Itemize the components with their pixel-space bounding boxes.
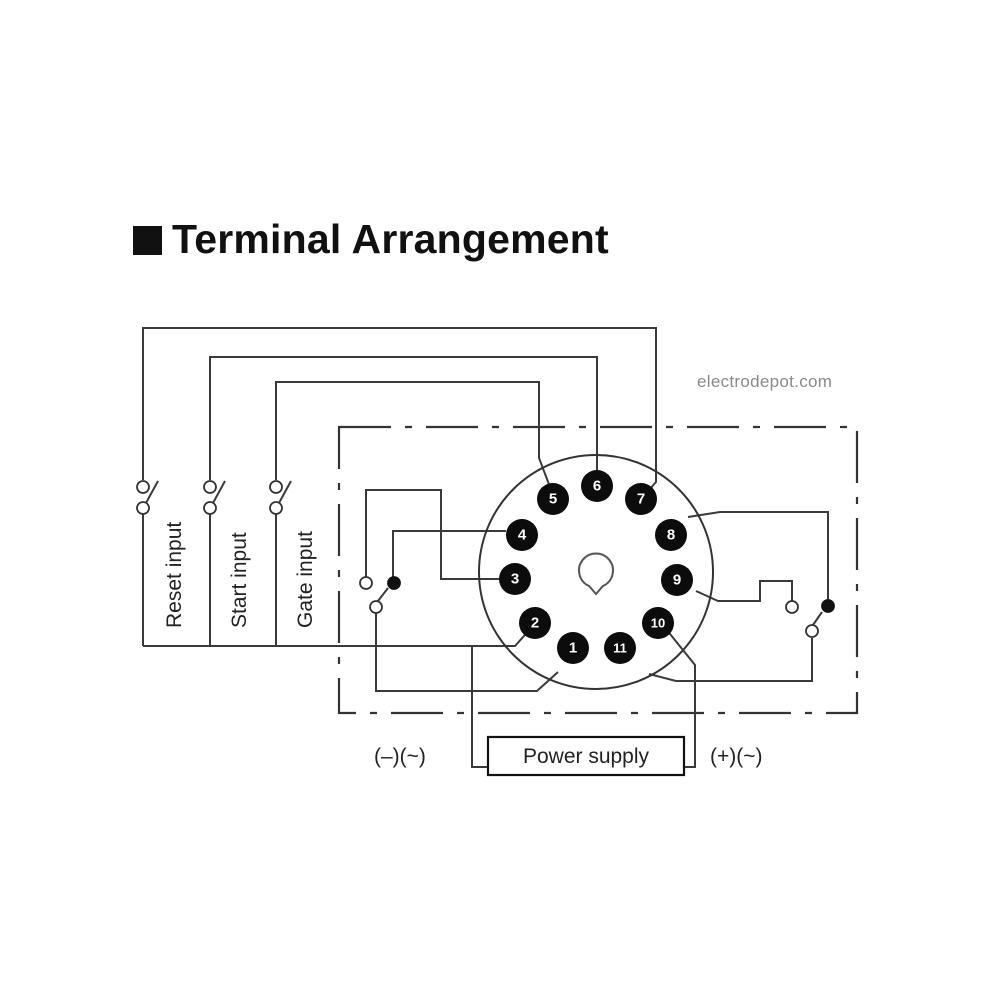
start-input-label: Start input (228, 532, 251, 628)
pin-2: 2 (519, 607, 551, 639)
pin-3: 3 (499, 563, 531, 595)
negative-terminal-label: (–)(~) (374, 745, 426, 768)
svg-text:7: 7 (637, 491, 645, 508)
diagram-title: Terminal Arrangement (133, 216, 609, 263)
svg-text:4: 4 (518, 527, 527, 544)
pin-7: 7 (625, 483, 657, 515)
svg-text:3: 3 (511, 571, 519, 588)
right-contact-wiring (648, 511, 829, 682)
pin-10: 10 (642, 607, 674, 639)
power-wiring (471, 628, 696, 768)
input-wiring (142, 327, 657, 647)
svg-text:8: 8 (667, 527, 675, 544)
pin-1: 1 (557, 632, 589, 664)
gate-input-switch (269, 480, 292, 515)
pin-4: 4 (506, 519, 538, 551)
power-supply-box (486, 735, 686, 777)
reset-input-switch (136, 480, 159, 515)
title-text: Terminal Arrangement (172, 216, 609, 262)
svg-text:5: 5 (549, 491, 557, 508)
start-input-switch (203, 480, 226, 515)
pin-8: 8 (655, 519, 687, 551)
power-supply-label: Power supply (523, 745, 650, 768)
keyway-icon (578, 552, 614, 596)
gate-input-label: Gate input (294, 531, 317, 628)
unit-enclosure-boundary (337, 425, 859, 715)
right-changeover-contact (785, 599, 835, 638)
socket-pins: 1 2 3 4 5 6 7 8 9 10 11 (499, 470, 693, 664)
pin-5: 5 (537, 483, 569, 515)
svg-text:6: 6 (593, 478, 601, 495)
svg-text:1: 1 (569, 640, 577, 657)
svg-text:2: 2 (531, 615, 539, 632)
reset-input-label: Reset input (163, 522, 186, 628)
pin-6: 6 (581, 470, 613, 502)
black-square-icon (133, 226, 162, 255)
svg-text:11: 11 (613, 641, 627, 656)
left-contact-wiring (365, 489, 559, 692)
pin-9: 9 (661, 564, 693, 596)
watermark: electrodepot.com (697, 372, 833, 391)
socket-outline (478, 454, 714, 690)
left-changeover-contact (359, 576, 401, 614)
svg-text:10: 10 (651, 616, 665, 631)
svg-text:9: 9 (673, 572, 681, 589)
pin-11: 11 (604, 632, 636, 664)
positive-terminal-label: (+)(~) (710, 745, 763, 768)
